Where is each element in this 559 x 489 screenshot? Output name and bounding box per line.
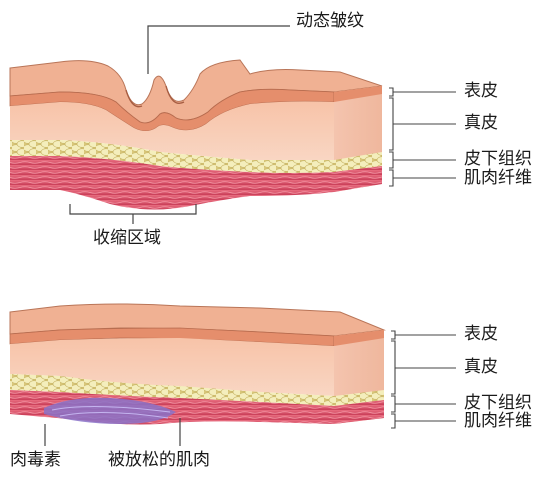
- top-layer-brackets: [389, 87, 456, 187]
- bottom-layer-brackets: [391, 330, 456, 429]
- top-dermis-front: [10, 101, 334, 160]
- bottom-subcutaneous-label: 皮下组织: [464, 393, 532, 413]
- bottom-side-muscle: [334, 400, 384, 424]
- bottom-side-epidermis: [334, 330, 384, 346]
- botox-relaxed-muscle-area: [44, 397, 176, 424]
- top-muscle-label: 肌肉纤维: [464, 168, 532, 188]
- top-side-muscle: [334, 166, 382, 192]
- top-skin-block: [9, 59, 383, 210]
- bottom-muscle-label: 肌肉纤维: [464, 411, 532, 431]
- bottom-skin-block: [9, 303, 386, 425]
- bottom-dermis-front: [10, 338, 334, 396]
- top-fat-front: [10, 140, 334, 173]
- wrinkle-callout-line: [147, 25, 290, 74]
- top-side-epidermis: [334, 86, 382, 102]
- bottom-dermis-label: 真皮: [464, 357, 498, 377]
- wrinkle-label: 动态皱纹: [296, 11, 364, 31]
- contraction-area-label: 收缩区域: [93, 228, 161, 248]
- top-epidermis-label: 表皮: [464, 81, 498, 101]
- bottom-fat-front: [10, 374, 334, 406]
- toxin-label: 肉毒素: [10, 450, 61, 470]
- relaxed-muscle-label: 被放松的肌肉: [108, 450, 210, 470]
- top-muscle-front: [10, 156, 334, 210]
- top-dermis-label: 真皮: [464, 113, 498, 133]
- botox-streaks: [51, 405, 171, 419]
- top-side-fat: [334, 152, 382, 172]
- wrinkle-crease: [125, 85, 185, 108]
- top-subcutaneous-label: 皮下组织: [464, 149, 532, 169]
- contraction-bracket: [69, 204, 197, 224]
- bottom-epidermis-label: 表皮: [464, 324, 498, 344]
- bottom-side-fat: [334, 390, 384, 406]
